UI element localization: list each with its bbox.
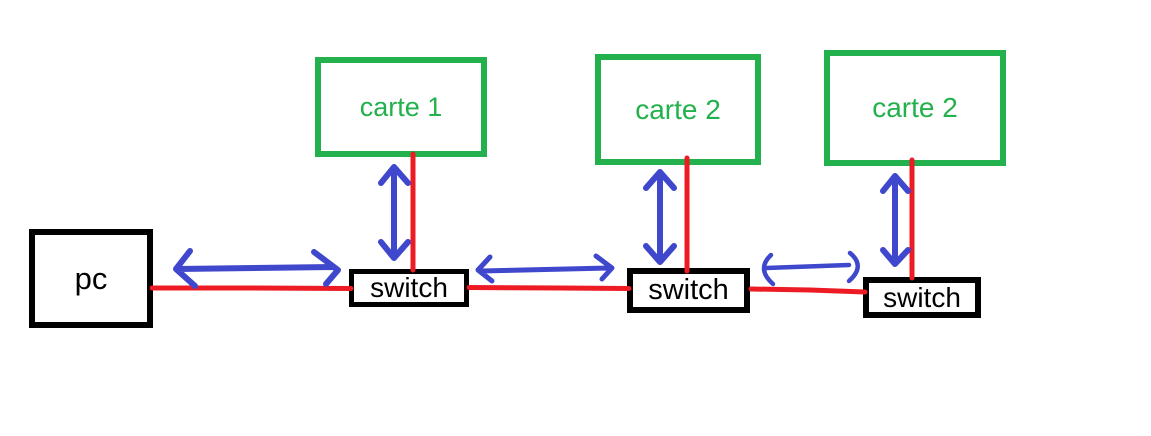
node-switch-1: switch — [349, 269, 469, 307]
node-switch-3-label: switch — [883, 281, 961, 313]
node-switch-1-label: switch — [370, 272, 448, 303]
node-carte-1-label: carte 1 — [359, 91, 443, 122]
blue-arrow-carte2a-switch2 — [643, 169, 677, 265]
blue-arrow-carte2b-switch3 — [880, 173, 911, 267]
blue-arrow-pc-switch1 — [173, 248, 341, 289]
node-carte-2b: carte 2 — [824, 50, 1006, 166]
blue-arrow-switch1-switch2 — [475, 253, 615, 284]
red-link-pc-switch1 — [149, 285, 354, 291]
blue-arrow-switch2-switch3 — [761, 250, 860, 287]
node-switch-3: switch — [863, 277, 981, 318]
node-pc-label: pc — [74, 261, 108, 296]
node-pc: pc — [29, 229, 153, 328]
node-carte-2a-label: carte 2 — [635, 93, 721, 125]
node-switch-2: switch — [627, 268, 750, 313]
red-link-switch1-switch2 — [466, 285, 632, 291]
red-link-switch2-switch3 — [748, 286, 868, 295]
blue-arrow-carte1-switch1 — [378, 164, 411, 261]
node-switch-2-label: switch — [648, 274, 729, 306]
node-carte-2b-label: carte 2 — [872, 92, 958, 123]
node-carte-1: carte 1 — [315, 57, 487, 157]
node-carte-2a: carte 2 — [595, 54, 761, 165]
